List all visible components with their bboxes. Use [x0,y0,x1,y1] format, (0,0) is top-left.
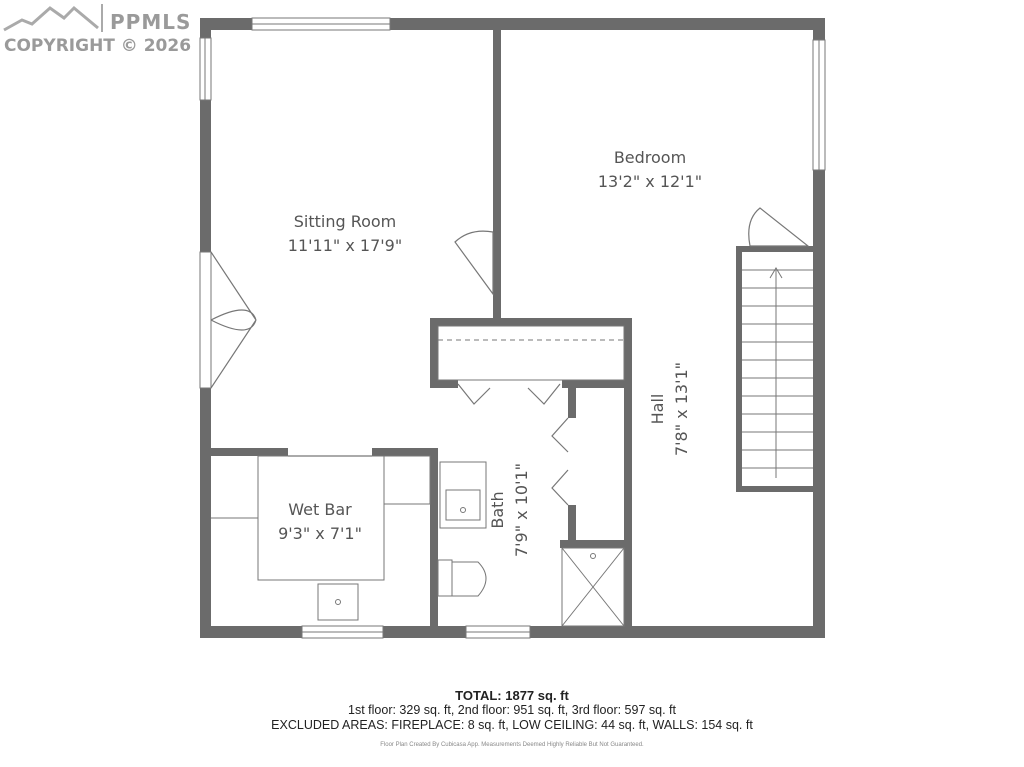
room-name: Bedroom [613,148,687,167]
room-size: 7'8" x 13'1" [672,361,691,457]
room-size: 11'11" x 17'9" [287,236,403,255]
total-area: TOTAL: 1877 sq. ft [455,688,569,703]
room-size: 7'9" x 10'1" [512,462,531,558]
room-label-hall: Hall 7'8" x 13'1" [646,349,694,469]
excluded-areas: EXCLUDED AREAS: FIREPLACE: 8 sq. ft, LOW… [271,718,753,732]
room-label-wet-bar: Wet Bar 9'3" x 7'1" [260,498,380,546]
watermark-copyright: COPYRIGHT © 2026 [4,36,192,56]
room-name: Hall [648,393,667,425]
room-name: Bath [488,491,507,529]
room-label-bath: Bath 7'9" x 10'1" [486,450,534,570]
room-name: Sitting Room [293,212,397,231]
arrow-up-icon [769,267,783,279]
watermark-brand: PPMLS [110,10,192,34]
doors [210,207,810,506]
disclaimer: Floor Plan Created By Cubicasa App. Meas… [380,742,644,748]
room-name: Wet Bar [288,500,352,519]
windows [199,17,826,639]
room-size: 13'2" x 12'1" [597,172,703,191]
room-size: 9'3" x 7'1" [278,524,362,543]
room-label-sitting-room: Sitting Room 11'11" x 17'9" [270,210,420,258]
mountain-icon [3,4,103,32]
floor-areas: 1st floor: 329 sq. ft, 2nd floor: 951 sq… [348,703,676,717]
stairs [742,267,813,478]
fixtures [211,325,625,627]
room-label-bedroom: Bedroom 13'2" x 12'1" [575,146,725,194]
